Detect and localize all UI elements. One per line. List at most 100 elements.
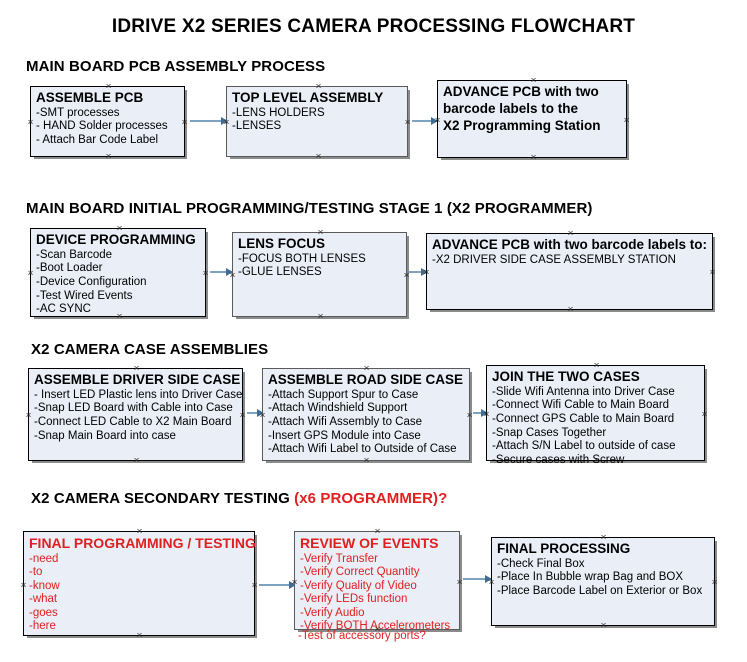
node-content: LENS FOCUS -FOCUS BOTH LENSES -GLUE LENS… <box>238 236 404 280</box>
arrow-road-case-to-join-cases <box>473 409 488 417</box>
connector-handle-top[interactable] <box>133 365 140 372</box>
node-line: -Verify Transfer <box>300 552 378 565</box>
connector-handle-top[interactable] <box>315 83 322 90</box>
node-review-of-events[interactable]: REVIEW OF EVENTS -Verify Transfer -Verif… <box>294 528 463 632</box>
node-line: barcode labels to the <box>443 100 579 116</box>
connector-handle-bottom[interactable] <box>105 153 112 160</box>
node-line: -Boot Loader <box>36 262 103 275</box>
connector-handle-right[interactable] <box>711 579 718 586</box>
node-content: TOP LEVEL ASSEMBLY -LENS HOLDERS -LENSES <box>232 90 405 134</box>
connector-handle-right[interactable] <box>181 119 188 126</box>
node-line: -Check Final Box <box>497 557 585 570</box>
connector-handle-left[interactable] <box>27 270 34 277</box>
node-assemble-road-side-case[interactable]: ASSEMBLE ROAD SIDE CASE -Attach Support … <box>262 368 470 461</box>
connector-handle-right[interactable] <box>466 412 473 419</box>
node-content: ADVANCE PCB with two barcode labels to t… <box>443 84 624 135</box>
node-line: -what <box>29 593 58 606</box>
section-heading-accent: (x6 PROGRAMMER)? <box>294 490 448 507</box>
node-line: -Snap LED Board with Cable into Case <box>34 402 233 415</box>
node-line: -Place In Bubble wrap Bag and BOX <box>497 571 684 584</box>
node-line: - HAND Solder processes <box>36 120 168 133</box>
node-overflow-line: -Test of accessory ports? <box>298 630 426 642</box>
connector-handle-top[interactable] <box>136 528 143 535</box>
node-line: -Verify BOTH Accelerometers <box>300 620 451 633</box>
node-title: ASSEMBLE PCB <box>36 90 144 105</box>
node-advance-pcb-programming-station[interactable]: ADVANCE PCB with two barcode labels to t… <box>437 80 627 158</box>
connector-handle-bottom[interactable] <box>530 154 537 161</box>
node-content: ASSEMBLE DRIVER SIDE CASE - Insert LED P… <box>34 372 242 443</box>
connector-handle-bottom[interactable] <box>567 306 574 313</box>
connector-handle-left[interactable] <box>27 119 34 126</box>
node-title: ASSEMBLE DRIVER SIDE CASE <box>34 372 241 387</box>
node-line: -Attach Wifi Assembly to Case <box>268 416 423 429</box>
arrow-device-programming-to-lens-focus <box>210 268 233 276</box>
connector-handle-right[interactable] <box>456 579 463 586</box>
node-line: -Connect GPS Cable to Main Board <box>492 413 675 426</box>
node-line: -Scan Barcode <box>36 248 113 261</box>
connector-handle-bottom[interactable] <box>363 457 370 464</box>
node-title: ASSEMBLE ROAD SIDE CASE <box>268 372 464 387</box>
node-content: DEVICE PROGRAMMING -Scan Barcode -Boot L… <box>36 232 203 317</box>
node-device-programming[interactable]: DEVICE PROGRAMMING -Scan Barcode -Boot L… <box>30 228 206 317</box>
node-line: -Secure cases with Screw <box>492 453 625 466</box>
node-final-programming-testing[interactable]: FINAL PROGRAMMING / TESTING -need -to -k… <box>20 528 258 636</box>
connector-handle-right[interactable] <box>251 582 258 589</box>
node-title: FINAL PROCESSING <box>497 541 631 556</box>
connector-handle-right[interactable] <box>202 270 209 277</box>
connector-handle-bottom[interactable] <box>133 457 140 464</box>
connector-handle-right[interactable] <box>701 411 708 418</box>
arrow-final-programming-to-review <box>259 581 296 589</box>
node-lens-focus[interactable]: LENS FOCUS -FOCUS BOTH LENSES -GLUE LENS… <box>232 232 407 317</box>
node-line: -here <box>29 620 56 633</box>
node-line: - Attach Bar Code Label <box>36 134 159 147</box>
connector-handle-right[interactable] <box>404 119 411 126</box>
connector-handle-top[interactable] <box>317 229 324 236</box>
section-heading-x2-camera-secondary-testing: X2 CAMERA SECONDARY TESTING (x6 PROGRAMM… <box>31 490 447 507</box>
section-heading-text: X2 CAMERA CASE ASSEMBLIES <box>31 341 269 358</box>
connector-handle-top[interactable] <box>567 230 574 237</box>
arrow-lens-focus-to-advance-pcb-driver <box>409 268 428 276</box>
node-line: -FOCUS BOTH LENSES <box>238 252 366 265</box>
connector-handle-right[interactable] <box>623 117 630 124</box>
node-content: ASSEMBLE PCB -SMT processes - HAND Solde… <box>36 90 182 148</box>
node-title: REVIEW OF EVENTS <box>300 535 439 551</box>
node-line: -Verify Quality of Video <box>300 579 417 592</box>
node-assemble-driver-side-case[interactable]: ASSEMBLE DRIVER SIDE CASE - Insert LED P… <box>28 368 243 461</box>
connector-handle-top[interactable] <box>374 528 381 535</box>
node-line: -Insert GPS Module into Case <box>268 429 421 442</box>
node-final-processing[interactable]: FINAL PROCESSING -Check Final Box -Place… <box>491 537 715 626</box>
node-line: -know <box>29 579 60 592</box>
node-join-the-two-cases[interactable]: JOIN THE TWO CASES -Slide Wifi Antenna i… <box>486 362 708 466</box>
node-title: JOIN THE TWO CASES <box>492 369 640 384</box>
node-content: JOIN THE TWO CASES -Slide Wifi Antenna i… <box>492 369 702 467</box>
section-heading-main-board-initial-programming: MAIN BOARD INITIAL PROGRAMMING/TESTING S… <box>26 200 593 217</box>
node-line: -Snap Main Board into case <box>34 429 176 442</box>
connector-handle-top[interactable] <box>593 362 600 369</box>
node-line: -X2 DRIVER SIDE CASE ASSEMBLY STATION <box>432 253 676 266</box>
node-advance-pcb-driver-side[interactable]: ADVANCE PCB with two barcode labels to: … <box>426 233 713 310</box>
node-line: -goes <box>29 606 58 619</box>
node-content: FINAL PROGRAMMING / TESTING -need -to -k… <box>29 535 256 634</box>
node-line: -need <box>29 552 59 565</box>
node-assemble-pcb[interactable]: ASSEMBLE PCB -SMT processes - HAND Solde… <box>30 86 185 157</box>
connector-handle-right[interactable] <box>709 269 716 276</box>
connector-handle-top[interactable] <box>363 365 370 372</box>
node-line: -to <box>29 566 43 579</box>
connector-handle-right[interactable] <box>239 412 246 419</box>
connector-handle-bottom[interactable] <box>600 622 607 629</box>
connector-handle-top[interactable] <box>530 77 537 84</box>
connector-handle-bottom[interactable] <box>317 313 324 320</box>
connector-handle-left[interactable] <box>20 582 27 589</box>
section-heading-text: MAIN BOARD INITIAL PROGRAMMING/TESTING S… <box>26 200 593 217</box>
node-top-level-assembly[interactable]: TOP LEVEL ASSEMBLY -LENS HOLDERS -LENSES <box>226 86 408 157</box>
arrow-top-level-to-advance-pcb <box>412 117 438 125</box>
connector-handle-top[interactable] <box>116 225 123 232</box>
connector-handle-right[interactable] <box>403 272 410 279</box>
connector-handle-left[interactable] <box>25 412 32 419</box>
connector-handle-top[interactable] <box>105 83 112 90</box>
node-line: -Connect Wifi Cable to Main Board <box>492 399 670 412</box>
connector-handle-top[interactable] <box>600 534 607 541</box>
node-line: -Verify Audio <box>300 606 365 619</box>
connector-handle-bottom[interactable] <box>315 153 322 160</box>
